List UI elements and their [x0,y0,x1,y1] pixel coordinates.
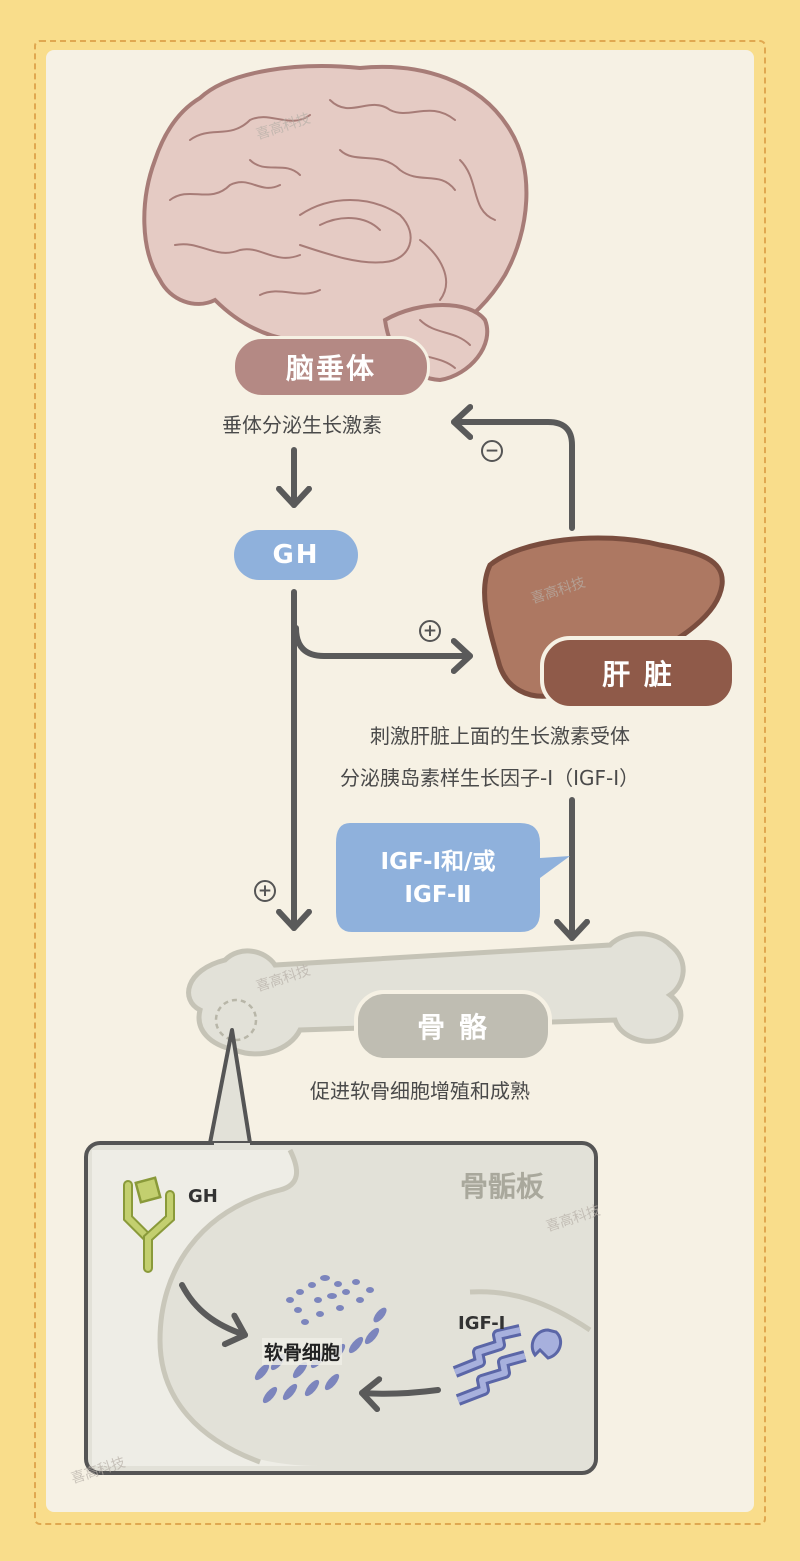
gh-label: GH [234,530,358,580]
arrow-gh-to-liver [296,628,470,656]
igf-bubble-line2: IGF-Ⅱ [340,882,536,908]
liver-label: 肝 脏 [540,636,736,710]
positive-bone-icon: + [254,880,276,902]
pituitary-description: 垂体分泌生长激素 [222,409,382,438]
positive-liver-icon: + [419,620,441,642]
bone-description: 促进软骨细胞增殖和成熟 [310,1075,530,1104]
inset-gh-label: GH [188,1186,218,1207]
epiphyseal-plate-title: 骨骺板 [460,1165,544,1205]
igf-bubble-line1: IGF-Ⅰ和/或 [340,842,536,876]
brain-icon [144,66,526,380]
negative-feedback-icon: − [481,440,503,462]
arrow-liver-feedback [454,422,572,528]
liver-description-line2: 分泌胰岛素样生长因子-Ⅰ（IGF-Ⅰ） [340,762,639,791]
liver-description-line1: 刺激肝脏上面的生长激素受体 [370,720,630,749]
chondrocyte-label: 软骨细胞 [262,1338,342,1365]
igf-bubble [336,823,570,932]
pituitary-label: 脑垂体 [232,336,430,398]
bone-label: 骨 骼 [354,990,552,1062]
inset-igf-label: IGF-Ⅰ [458,1313,505,1334]
